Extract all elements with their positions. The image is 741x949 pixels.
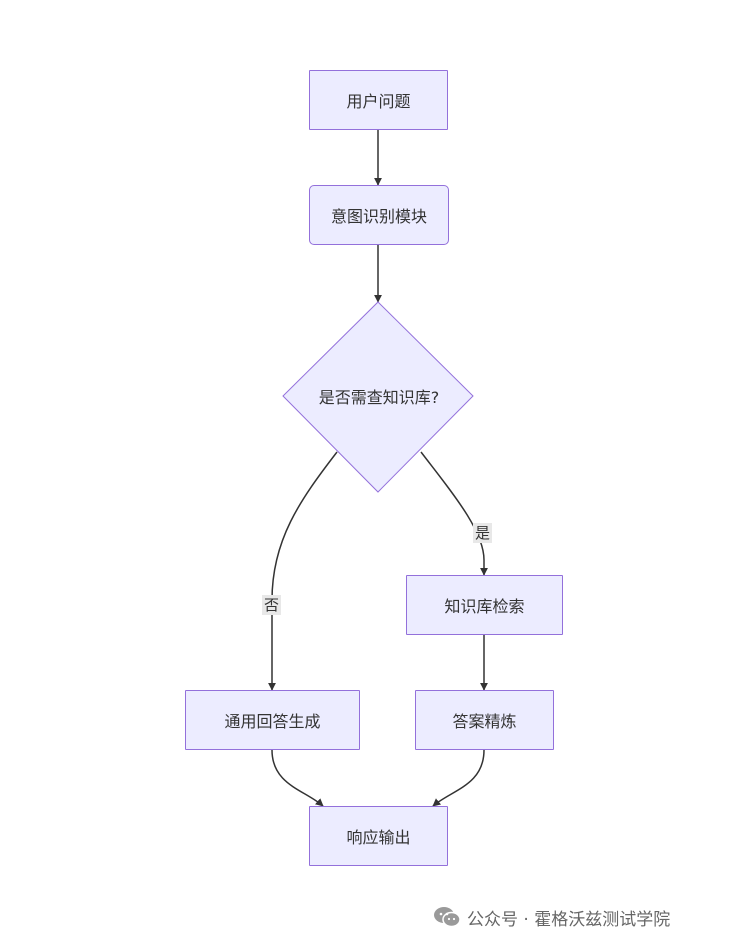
watermark: 公众号 · 霍格沃兹测试学院 [433, 904, 670, 930]
edge-general-to-response [271, 749, 324, 807]
node-response-output: 响应输出 [309, 806, 448, 866]
node-general-answer: 通用回答生成 [185, 690, 360, 750]
edge-decision-to-general [268, 451, 338, 691]
edge-refine-to-response [432, 749, 485, 807]
decision-label: 是否需查知识库? [318, 388, 440, 407]
node-answer-refine: 答案精炼 [415, 690, 554, 750]
edge-decision-to-kbsearch [420, 451, 488, 576]
decision-diamond [282, 301, 474, 493]
edge-label-yes: 是 [473, 523, 493, 543]
node-user-question: 用户问题 [309, 70, 448, 130]
node-kb-search: 知识库检索 [406, 575, 563, 635]
node-intent-recognition: 意图识别模块 [309, 185, 449, 245]
edge-label-no: 否 [262, 595, 282, 615]
wechat-icon [434, 907, 461, 928]
watermark-text: 公众号 · 霍格沃兹测试学院 [467, 909, 671, 930]
